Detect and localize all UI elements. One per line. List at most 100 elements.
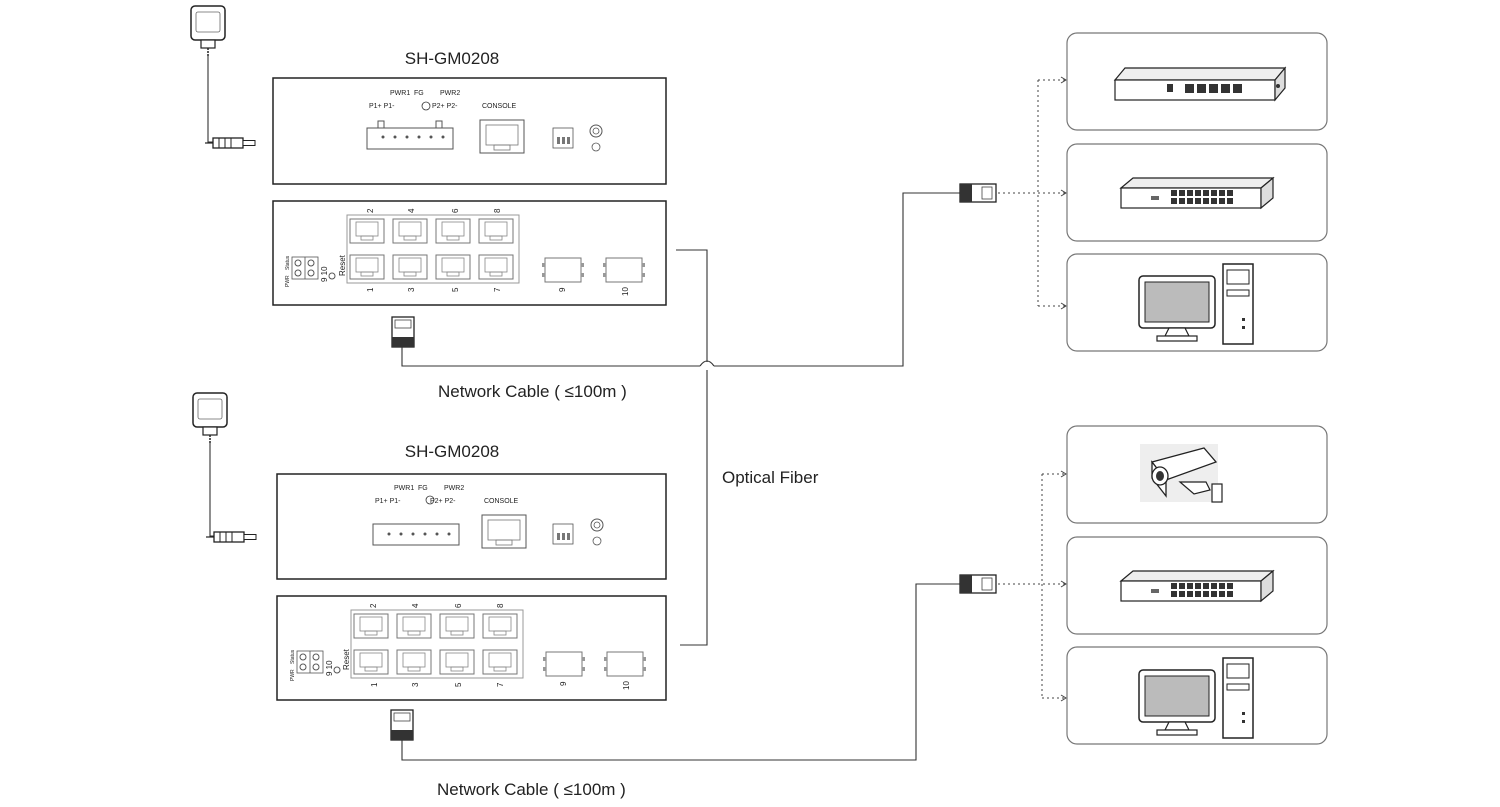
router-icon	[1114, 67, 1286, 101]
bottom-port-label-1: 1	[370, 682, 379, 687]
bottom-sfp-port-9	[542, 651, 586, 677]
top-network-cable-label: Network Cable ( ≤100m )	[438, 382, 627, 401]
bottom-ground-icon	[425, 495, 435, 505]
top-unit: SH-GM0208 PWR1 FG PWR2 P1+ P1- P2+ P2- C…	[190, 5, 667, 348]
top-right-plug-icon	[959, 183, 997, 203]
bottom-rj45-port-1	[353, 649, 389, 675]
bottom-9-10-label: 9 10	[325, 660, 334, 676]
top-sfp-label-10: 10	[621, 287, 630, 296]
bottom-dc-plug-icon	[205, 531, 257, 543]
bottom-port-label-7: 7	[496, 682, 505, 687]
top-port-label-2: 2	[366, 208, 375, 213]
bottom-network-cable-label: Network Cable ( ≤100m )	[437, 780, 626, 799]
optical-fiber-label: Optical Fiber	[722, 468, 819, 487]
bottom-dip-switch	[552, 523, 574, 545]
bottom-dotted-links	[998, 470, 1067, 702]
top-port-label-3: 3	[407, 287, 416, 292]
bottom-rj45-port-3	[396, 649, 432, 675]
bottom-pwr-label: PWR	[290, 669, 296, 681]
bottom-rj45-port-8	[482, 613, 518, 639]
top-port-label-1: 1	[366, 287, 375, 292]
top-rj45-port-1	[349, 254, 385, 280]
bottom-power-adapter-icon	[192, 392, 228, 444]
bottom-rj45-port-2	[353, 613, 389, 639]
top-p1-label: P1+ P1-	[369, 103, 395, 110]
top-rj45-port-4	[392, 218, 428, 244]
bottom-unit: SH-GM0208 PWR1 FG PWR2 P1+ P1- P2+ P2- C…	[192, 392, 667, 741]
switch-icon	[1120, 177, 1274, 209]
top-status-label: Status	[285, 255, 291, 270]
top-ground-symbol-icon	[591, 142, 601, 152]
top-rj45-port-2	[349, 218, 385, 244]
top-rj45-port-7	[478, 254, 514, 280]
top-pwr2-label: PWR2	[440, 90, 460, 97]
optical-fiber-line	[676, 249, 708, 362]
top-console-port	[479, 119, 525, 154]
top-power-adapter-icon	[190, 5, 226, 57]
top-port-label-4: 4	[407, 208, 416, 213]
top-rj45-port-5	[435, 254, 471, 280]
bottom-fg-label: FG	[418, 485, 428, 492]
top-rj45-port-6	[435, 218, 471, 244]
bottom-port-label-2: 2	[369, 603, 378, 608]
bottom-screw-icon	[590, 518, 604, 532]
bottom-pwr1-label: PWR1	[394, 485, 414, 492]
camera-icon	[1139, 443, 1223, 503]
bottom-port-label-6: 6	[454, 603, 463, 608]
top-sfp-port-10	[602, 257, 646, 283]
top-network-plug-icon	[391, 316, 415, 348]
bottom-rj45-port-6	[439, 613, 475, 639]
top-9-10-label: 9 10	[320, 266, 329, 282]
bottom-rj45-port-4	[396, 613, 432, 639]
top-screw-icon	[589, 124, 603, 138]
bottom-sfp-label-10: 10	[622, 681, 631, 690]
bottom-front-panel	[276, 473, 667, 580]
bottom-console-port	[481, 514, 527, 549]
top-rj45-port-8	[478, 218, 514, 244]
bottom-console-label: CONSOLE	[484, 498, 519, 505]
bottom-reset-button	[333, 666, 341, 674]
bottom-sfp-label-9: 9	[559, 681, 568, 686]
top-sfp-label-9: 9	[558, 287, 567, 292]
bottom-rj45-port-7	[482, 649, 518, 675]
top-rj45-port-3	[392, 254, 428, 280]
bottom-port-label-4: 4	[411, 603, 420, 608]
top-console-label: CONSOLE	[482, 103, 517, 110]
top-dc-plug-icon	[204, 137, 256, 149]
bottom-model-title: SH-GM0208	[405, 442, 499, 461]
bottom-ground-symbol-icon	[592, 536, 602, 546]
top-led-block	[291, 256, 319, 280]
switch-icon	[1120, 570, 1274, 602]
bottom-right-plug-icon	[959, 574, 997, 594]
top-port-label-7: 7	[493, 287, 502, 292]
bottom-port-label-8: 8	[496, 603, 505, 608]
bottom-p2-label: P2+ P2-	[430, 498, 456, 505]
top-terminal-block	[366, 120, 454, 150]
bottom-led-block	[296, 650, 324, 674]
top-network-cable	[401, 347, 700, 367]
top-port-label-5: 5	[451, 287, 460, 292]
bottom-reset-label: Reset	[342, 648, 351, 670]
top-p2-label: P2+ P2-	[432, 103, 458, 110]
bottom-port-label-5: 5	[454, 682, 463, 687]
top-pwr1-label: PWR1	[390, 90, 410, 97]
bottom-pwr2-label: PWR2	[444, 485, 464, 492]
top-fg-label: FG	[414, 90, 424, 97]
top-port-label-8: 8	[493, 208, 502, 213]
top-front-panel	[272, 77, 667, 185]
top-pwr-label: PWR	[285, 275, 291, 287]
bottom-network-plug-icon	[390, 709, 414, 741]
top-reset-button	[328, 272, 336, 280]
top-model-title: SH-GM0208	[405, 49, 499, 68]
top-reset-label: Reset	[338, 254, 347, 276]
top-ground-icon	[421, 101, 431, 111]
bottom-terminal-block	[372, 523, 460, 546]
bottom-rj45-port-5	[439, 649, 475, 675]
bottom-status-label: Status	[290, 649, 296, 664]
top-port-label-6: 6	[451, 208, 460, 213]
bottom-p1-label: P1+ P1-	[375, 498, 401, 505]
bottom-port-label-3: 3	[411, 682, 420, 687]
top-sfp-port-9	[541, 257, 585, 283]
top-dotted-links	[998, 76, 1067, 310]
